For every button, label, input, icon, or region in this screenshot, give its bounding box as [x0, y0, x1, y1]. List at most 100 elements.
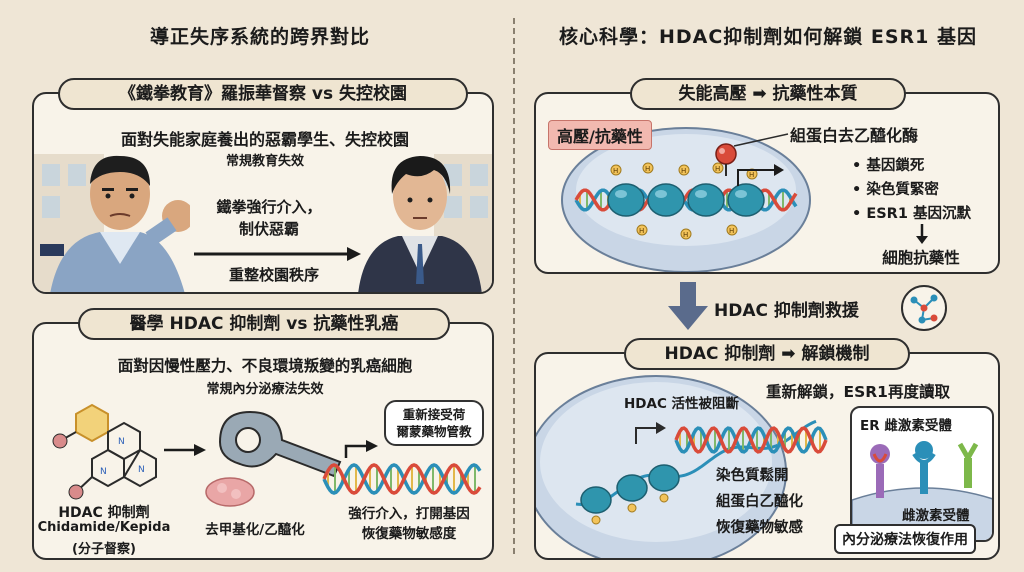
closed-nucleus-illustration: H H H H H H H H: [561, 127, 811, 272]
histone-marker-label: H: [683, 231, 688, 239]
hdac-breast-cancer-panel: 面對因慢性壓力、不良環境叛變的乳癌細胞 常規內分泌療法失效 N N N HDAC…: [32, 322, 494, 560]
histone-marker: [610, 164, 622, 176]
unlock-panel: HDAC 活性被阻斷 重新解鎖，ESR1再度讀取 染色質鬆開 組蛋白乙醯化 恢復…: [534, 352, 1000, 560]
histone-marker: [636, 224, 648, 236]
pointer-line: [733, 133, 789, 147]
histone-marker: [680, 228, 692, 240]
dna-strand: [322, 463, 482, 495]
nucleosome-highlight: [735, 190, 747, 198]
acetyl-marker: [591, 515, 601, 525]
effect-sensitivity: 恢復藥物敏感: [716, 520, 803, 536]
bullet-text: ESR1 基因沉默: [866, 206, 971, 222]
histone-marker: [712, 162, 724, 174]
transcription-arrowhead: [774, 164, 784, 176]
bullet-chromatin-tight: • 染色質緊密: [852, 182, 939, 198]
histone-marker: [642, 162, 654, 174]
endocrine-therapy-restored: 內分泌療法恢復作用: [834, 524, 976, 554]
nucleosome-highlight: [655, 190, 667, 198]
arrow-right-icon: [194, 247, 361, 261]
receptor-label: 雌激素受體: [902, 508, 970, 524]
wrench-and-tumor-illustration: [205, 410, 342, 507]
histone-marker: [726, 224, 738, 236]
drug-name: HDAC 抑制劑: [58, 505, 150, 521]
iron-fist-header: 《鐵拳教育》羅振華督察 vs 失控校園: [58, 78, 468, 110]
histone-marker-label: H: [715, 165, 720, 173]
enzyme-label: 組蛋白去乙醯化酶: [790, 126, 919, 145]
histone-marker-label: H: [681, 167, 686, 175]
nucleosome: [647, 183, 685, 217]
nucleosome: [687, 183, 725, 217]
arrow-right-icon: [344, 440, 378, 458]
unlock-header: HDAC 抑制劑 ➡ 解鎖機制: [624, 338, 910, 370]
nucleosome: [580, 486, 612, 514]
panel1-action1: 鐵拳強行介入，: [216, 198, 322, 216]
drug-brand: Chidamide/Kepida: [37, 520, 171, 535]
hdac-header: 醫學 HDAC 抑制劑 vs 抗藥性乳癌: [78, 308, 450, 340]
resistance-header: 失能高壓 ➡ 抗藥性本質: [630, 78, 906, 110]
bullet-text: 基因鎖死: [866, 158, 925, 174]
svg-text:N: N: [118, 437, 125, 447]
arrow-down-icon: [916, 224, 928, 244]
intervention-label-2: 恢復藥物敏感度: [361, 526, 457, 542]
bubble-line1: 重新接受荷: [402, 407, 466, 422]
effect-chromatin-loose: 染色質鬆開: [716, 468, 789, 484]
chidamide-molecule-icon: N N N: [52, 403, 157, 500]
transcription-arrow: [737, 169, 776, 186]
svg-text:N: N: [100, 467, 107, 477]
unlock-headline: 重新解鎖，ESR1再度讀取: [766, 383, 950, 401]
nucleosome: [616, 474, 648, 502]
right-column-title: 核心科學：HDAC抑制劑如何解鎖 ESR1 基因: [558, 26, 978, 48]
nucleosome: [727, 183, 765, 217]
iron-fist-panel: 面對失能家庭養出的惡霸學生、失控校園 常規教育失效 鐵拳強行介入， 制伏惡霸 重…: [32, 92, 494, 294]
dna-strand: [674, 426, 828, 454]
column-divider: [513, 18, 515, 554]
speech-bubble: 重新接受荷 爾蒙藥物管教: [384, 400, 484, 446]
bullet-gene-locked: • 基因鎖死: [852, 158, 925, 174]
nucleosome: [648, 464, 680, 492]
arrow-right-icon: [164, 444, 206, 456]
open-nucleus-illustration: [536, 375, 828, 558]
panel2-line1: 面對因慢性壓力、不良環境叛變的乳癌細胞: [117, 357, 413, 375]
methylation-label: 去甲基化/乙醯化: [205, 522, 305, 538]
acetyl-marker: [627, 503, 637, 513]
effect-acetylation: 組蛋白乙醯化: [716, 494, 803, 510]
er-title: ER 雌激素受體: [860, 418, 952, 434]
histone-marker-label: H: [749, 171, 754, 179]
blocked-label: HDAC 活性被阻斷: [624, 396, 740, 412]
svg-text:N: N: [138, 465, 145, 475]
nucleosome-highlight: [695, 190, 707, 198]
officer-illustration: [40, 155, 190, 292]
hdac-enzyme-icon: [715, 143, 737, 176]
histone-marker-label: H: [729, 227, 734, 235]
bubble-line2: 爾蒙藥物管教: [396, 424, 472, 439]
panel1-action2: 制伏惡霸: [238, 220, 299, 238]
molecule-icon: [901, 285, 947, 331]
dna-helix-icon: [322, 463, 482, 495]
dna-strand: [322, 463, 482, 495]
nucleosome: [607, 183, 645, 217]
er-receptor-card: ER 雌激素受體 雌激素受體: [850, 406, 994, 542]
histone-marker-label: H: [645, 165, 650, 173]
high-pressure-badge: 高壓/抗藥性: [548, 120, 652, 150]
intervention-label-1: 強行介入，打開基因: [348, 506, 470, 522]
left-column-title: 導正失序系統的跨界對比: [149, 26, 370, 48]
blocked-enzyme-icon: [635, 422, 666, 444]
nucleosome-highlight: [615, 190, 627, 198]
panel2-line2: 常規內分泌療法失效: [206, 382, 324, 397]
receptor-icons: [870, 441, 979, 498]
dna-strand: [575, 419, 817, 507]
panel1-line1: 面對失能家庭養出的惡霸學生、失控校園: [120, 130, 409, 149]
bullet-text: 染色質緊密: [866, 182, 939, 198]
cell-resistance-label: 細胞抗藥性: [882, 249, 960, 267]
histone-marker-label: H: [613, 167, 618, 175]
histone-marker-label: H: [639, 227, 644, 235]
acetyl-marker: [659, 493, 669, 503]
student-illustration: [358, 156, 482, 292]
panel1-result: 重整校園秩序: [228, 266, 319, 284]
drug-role: (分子督察): [72, 542, 136, 557]
panel1-line2: 常規教育失效: [225, 154, 304, 169]
histone-marker: [678, 164, 690, 176]
bullet-esr1-silent: • ESR1 基因沉默: [852, 206, 971, 222]
arrow-down-icon: [668, 282, 708, 330]
rescue-label: HDAC 抑制劑救援: [714, 301, 859, 321]
